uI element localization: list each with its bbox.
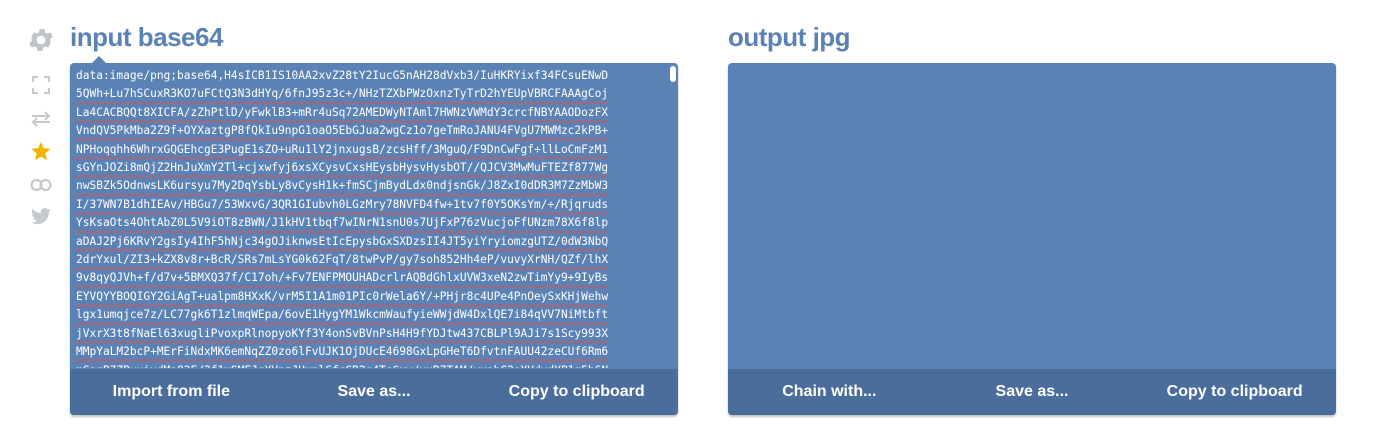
input-textarea[interactable]: data:image/png;base64,H4sICB1IS10AA2xvZ2… <box>70 63 678 368</box>
base64-line: lgx1umqjce7z/LC77gk6T1zlmqWEpa/6ovE1HygY… <box>76 308 609 322</box>
base64-line: 9v8qyQJVh+f/d7v+5BMXQ37f/C17oh/+Fv7ENFPM… <box>76 271 609 285</box>
input-save-as-button[interactable]: Save as... <box>337 383 411 400</box>
star-icon[interactable] <box>26 138 56 164</box>
input-title: input base64 <box>70 22 223 52</box>
base64-line: NPHoqqhh6WhrxGQGEhcgE3PugE1sZO+uRu1lY2jn… <box>76 142 609 156</box>
output-copy-to-clipboard-button[interactable]: Copy to clipboard <box>1166 383 1303 400</box>
base64-line: aDAJ2Pj6KRvY2gsIy4IhF5hNjc34gOJiknwsEtIc… <box>76 234 609 248</box>
fullscreen-icon[interactable] <box>26 72 56 98</box>
input-toolbar: Import from file Save as... Copy to clip… <box>70 369 678 415</box>
base64-line: mGaqB7ZByuivdMa83E/3f1xSMEJgXVnzJHxnlGfc… <box>76 362 678 369</box>
chain-with-button[interactable]: Chain with... <box>782 383 877 400</box>
base64-line: jVxrX3t8fNaEl63xugliPvoxpRlnopyoKYf3Y4on… <box>76 326 609 340</box>
base64-line: data:image/png;base64,H4sICB1IS10AA2xvZ2… <box>76 69 609 82</box>
base64-line: sGYnJOZi8mQjZ2HnJuXmY2Tl+cjxwfyj6xsXCysv… <box>76 161 609 175</box>
base64-line: EYVQYYBOQIGY2GiAgT+ualpm8HXxK/vrM5I1A1m0… <box>76 289 609 303</box>
output-toolbar: Chain with... Save as... Copy to clipboa… <box>728 369 1336 415</box>
swap-icon[interactable] <box>26 106 56 132</box>
link-icon[interactable] <box>26 172 56 198</box>
input-caret-indicator <box>92 56 106 63</box>
input-copy-to-clipboard-button[interactable]: Copy to clipboard <box>508 383 645 400</box>
import-from-file-button[interactable]: Import from file <box>112 383 230 400</box>
twitter-icon[interactable] <box>26 204 56 230</box>
gear-icon[interactable] <box>26 24 56 56</box>
output-save-as-button[interactable]: Save as... <box>995 383 1069 400</box>
input-panel: data:image/png;base64,H4sICB1IS10AA2xvZ2… <box>70 63 678 415</box>
base64-line: La4CACBQQt8XICFA/zZhPtlD/yFwklB3+mRr4uSq… <box>76 105 609 119</box>
scrollbar-thumb[interactable] <box>670 66 676 82</box>
base64-line: VndQV5PkMba2Z9f+OYXaztgP8fQkIu9npG1oaO5E… <box>76 124 609 138</box>
base64-line: nwSBZk5OdnwsLK6ursyu7My2DqYsbLy8vCysH1k+… <box>76 179 609 193</box>
output-title: output jpg <box>728 22 851 52</box>
base64-line: YsKsaOts4OhtAbZ0L5V9iOT8zBWN/J1kHV1tbqf7… <box>76 216 609 230</box>
base64-line: 5QWh+Lu7hSCuxR3KO7uFCtQ3N3dHYq/6fnJ95z3c… <box>76 87 609 101</box>
base64-text[interactable]: data:image/png;base64,H4sICB1IS10AA2xvZ2… <box>70 63 678 368</box>
output-panel: Chain with... Save as... Copy to clipboa… <box>728 63 1336 415</box>
base64-line: MMpYaLM2bcP+MErFiNdxMK6emNqZZ0zo6lFvUJK1… <box>76 345 609 359</box>
base64-line: I/37WN7B1dhIEAv/HBGu7/53WxvG/3QR1GIubvh0… <box>76 197 609 211</box>
base64-line: 2drYxul/ZI3+kZX8v8r+BcR/SRs7mLsYG0k62FqT… <box>76 253 609 267</box>
output-area[interactable] <box>728 63 1336 368</box>
